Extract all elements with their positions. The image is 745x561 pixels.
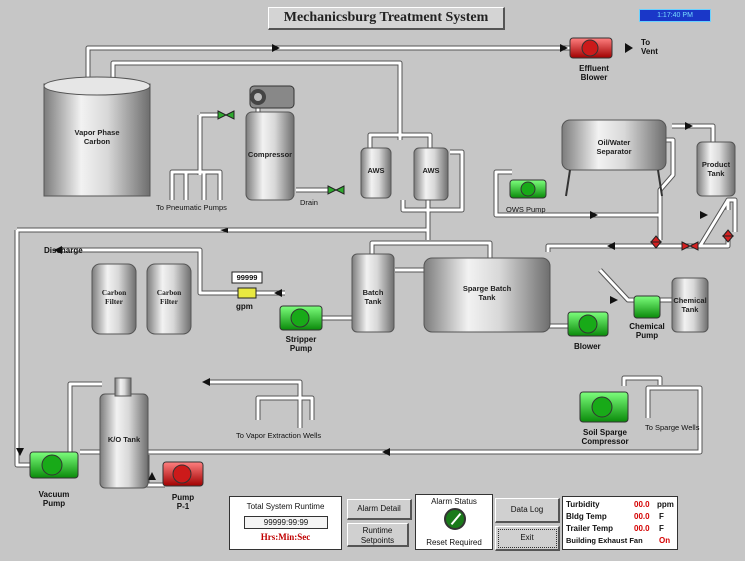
product-tank xyxy=(696,141,736,197)
batch-tank xyxy=(351,253,395,333)
compressor-label: Compressor xyxy=(247,150,293,159)
arrow-down-icon xyxy=(16,448,24,456)
stripper-pump[interactable] xyxy=(279,305,323,331)
aws-left-label: AWS xyxy=(367,166,385,175)
arrow-right-icon xyxy=(272,44,280,52)
page-title: Mechanicsburg Treatment System xyxy=(268,7,505,30)
blower-label: Blower xyxy=(574,342,601,351)
alarm-indicator-icon[interactable] xyxy=(444,508,466,530)
to-pneumatic-pumps-label: To Pneumatic Pumps xyxy=(156,203,227,212)
arrow-right-icon xyxy=(625,43,633,53)
pump-p1-label: Pump P-1 xyxy=(171,493,195,511)
arrow-left-icon xyxy=(54,246,62,254)
status-row-unit: F xyxy=(659,524,664,533)
runtime-value: 99999:99:99 xyxy=(263,518,309,527)
arrow-left-icon xyxy=(202,378,210,386)
arrow-left-icon xyxy=(274,289,282,297)
status-panel: Turbidity 00.0 ppm Bldg Temp 00.0 F Trai… xyxy=(562,496,678,550)
flow-arrows xyxy=(16,43,708,480)
valves xyxy=(217,110,735,251)
chemical-tank xyxy=(671,277,709,333)
to-sparge-wells-label: To Sparge Wells xyxy=(645,423,700,432)
ko-tank xyxy=(99,377,149,489)
soil-sparge-compressor[interactable] xyxy=(579,391,629,423)
pump-p1[interactable] xyxy=(162,461,204,487)
runtime-units: Hrs:Min:Sec xyxy=(260,532,311,542)
chemical-pump-label: Chemical Pump xyxy=(629,322,665,340)
valve-icon xyxy=(217,110,235,120)
drain-label: Drain xyxy=(300,198,318,207)
compressor-tank xyxy=(245,85,295,201)
to-vent-label: To Vent xyxy=(641,38,658,56)
flow-unit-label: gpm xyxy=(236,302,253,311)
vacuum-pump[interactable] xyxy=(29,451,79,479)
arrow-left-icon xyxy=(220,228,228,233)
aws-right-label: AWS xyxy=(422,166,440,175)
effluent-blower-label: Effluent Blower xyxy=(579,64,609,82)
carbon-filters xyxy=(91,263,192,335)
status-row-unit: ppm xyxy=(657,500,674,509)
ows-pump-label: OWS Pump xyxy=(506,205,546,214)
product-tank-label: Product Tank xyxy=(701,160,731,178)
valve-icon xyxy=(721,229,735,243)
status-row-value: 00.0 xyxy=(634,524,650,533)
status-row-value: 00.0 xyxy=(634,500,650,509)
arrow-right-icon xyxy=(610,296,618,304)
valve-icon xyxy=(681,241,699,251)
chemical-tank-label: Chemical Tank xyxy=(673,296,707,314)
batch-tank-label: Batch Tank xyxy=(362,288,384,306)
soil-sparge-compressor-label: Soil Sparge Compressor xyxy=(581,428,629,446)
alarm-status-title: Alarm Status xyxy=(431,497,477,506)
arrow-left-icon xyxy=(382,448,390,456)
arrow-left-icon xyxy=(607,242,615,250)
flow-meter xyxy=(231,271,263,299)
runtime-panel: Total System Runtime 99999:99:99 Hrs:Min… xyxy=(229,496,342,550)
status-row-label: Building Exhaust Fan xyxy=(566,536,643,545)
status-row-unit: F xyxy=(659,512,664,521)
valve-icon xyxy=(327,185,345,195)
alarm-status-panel: Alarm Status Reset Required xyxy=(415,494,493,550)
ko-tank-label: K/O Tank xyxy=(107,435,141,444)
blower-pump[interactable] xyxy=(567,311,609,337)
chemical-pump[interactable] xyxy=(633,295,661,319)
vacuum-pump-label: Vacuum Pump xyxy=(38,490,70,508)
clock-display: 1:17:40 PM xyxy=(639,9,711,22)
runtime-field: 99999:99:99 xyxy=(244,516,328,529)
effluent-blower-pump[interactable] xyxy=(569,37,613,59)
exit-button[interactable]: Exit xyxy=(495,526,560,551)
flow-value: 99999 xyxy=(236,273,258,282)
sparge-batch-tank-label: Sparge Batch Tank xyxy=(462,284,512,302)
vapor-phase-carbon-label: Vapor Phase Carbon xyxy=(74,128,120,146)
arrow-right-icon xyxy=(700,211,708,219)
status-row-label: Bldg Temp xyxy=(566,512,607,521)
ows-pump[interactable] xyxy=(509,179,547,199)
valve-icon xyxy=(649,235,663,249)
alarm-detail-button[interactable]: Alarm Detail xyxy=(347,499,412,520)
status-row-value: On xyxy=(659,536,671,545)
arrow-right-icon xyxy=(590,211,598,219)
runtime-setpoints-button[interactable]: Runtime Setpoints xyxy=(347,523,409,547)
stripper-pump-label: Stripper Pump xyxy=(285,335,317,353)
carbon-filter-2-label: Carbon Filter xyxy=(156,288,182,306)
oil-water-separator-label: Oil/Water Separator xyxy=(596,138,632,156)
aws-tanks xyxy=(360,147,449,201)
discharge-label: Discharge xyxy=(44,246,83,255)
to-vapor-extraction-wells-label: To Vapor Extraction Wells xyxy=(236,431,322,440)
oil-water-separator xyxy=(561,119,667,197)
status-row-value: 00.0 xyxy=(634,512,650,521)
data-log-button[interactable]: Data Log xyxy=(495,498,560,523)
runtime-title: Total System Runtime xyxy=(246,502,325,511)
carbon-filter-1-label: Carbon Filter xyxy=(101,288,127,306)
status-row-label: Turbidity xyxy=(566,500,600,509)
arrow-right-icon xyxy=(560,44,568,52)
status-row-label: Trailer Temp xyxy=(566,524,613,533)
arrow-right-icon xyxy=(685,122,693,130)
alarm-status-state: Reset Required xyxy=(426,538,482,547)
vapor-phase-carbon-vessel xyxy=(43,76,151,197)
sparge-batch-tank xyxy=(423,257,551,333)
arrow-down-icon xyxy=(148,472,156,480)
